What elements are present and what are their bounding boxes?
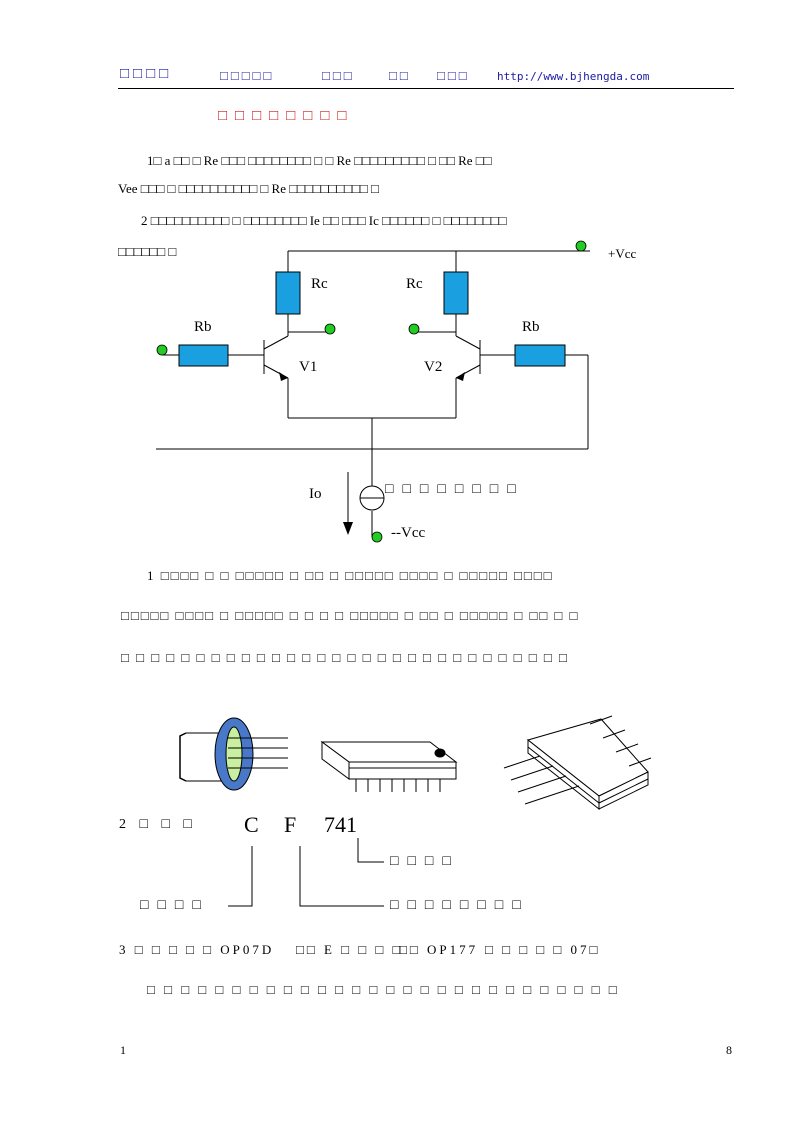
section-title: □□□□□□□□ [218, 108, 355, 124]
header-rule [118, 88, 734, 89]
part-letter-c: C [244, 812, 259, 837]
para3-line3: □ □ □ □ □ □ □ □ □ □ □ □ □ □ □ □ □ □ □ □ … [121, 650, 569, 665]
part-number-741: 741 [324, 812, 357, 837]
label-c: □□□□ [140, 898, 210, 913]
footer-right-page: 8 [726, 1043, 732, 1057]
ic-package-illustrations [179, 715, 652, 811]
para1-line1: 1□ a □□ □ Re □□□ □□□□□□□□ □ □ Re □□□□□□□… [147, 153, 492, 168]
current-source-label: □□□□□□□□ [385, 482, 525, 497]
vcc-positive-label: +Vcc [608, 246, 637, 261]
para4-line1-a: 3 □ □ □ □ □ OP07D [119, 942, 275, 957]
rc-right-label: Rc [406, 276, 423, 292]
header-logo: □□□□ [120, 66, 173, 82]
header-group-3: □□□ [437, 68, 470, 83]
header-company: □□□□□ [220, 68, 275, 83]
para4-line1-d: □ □ □ □ □ 07□ [485, 942, 601, 957]
para4-line1-c: □□ OP177 [399, 942, 479, 957]
vcc-negative-label: --Vcc [391, 525, 426, 541]
part-number-prefix: 2 □ □ □ [119, 817, 197, 832]
part-number-leader-lines [228, 838, 384, 907]
transistor-v1-label: V1 [299, 359, 318, 375]
dip-package-icon [320, 741, 458, 792]
para2-line2: □□□□□□ □ [118, 244, 177, 259]
io-label: Io [309, 486, 322, 502]
footer-left-page: 1 [120, 1043, 126, 1057]
part-letter-f: F [284, 812, 297, 837]
rc-left-label: Rc [311, 276, 328, 292]
differential-amplifier-circuit [156, 240, 590, 543]
rb-right-label: Rb [522, 319, 540, 335]
para1-line2: Vee □□□ □ □□□□□□□□□□ □ Re □□□□□□□□□□ □ [118, 181, 379, 196]
header-group-1: □□□ [322, 68, 355, 83]
transistor-v2-label: V2 [424, 359, 443, 375]
para2-line1: 2 □□□□□□□□□□ □ □□□□□□□□ Ie □□ □□□ Ic □□□… [141, 213, 507, 228]
header-url[interactable]: http://www.bjhengda.com [497, 70, 650, 83]
label-f: □□□□□□□□ [390, 898, 530, 913]
flat-package-icon [503, 715, 652, 811]
para4-line1-b: □□ E □ □ □ □ [296, 942, 404, 957]
rb-left-label: Rb [194, 319, 212, 335]
label-number: □□□□ [390, 854, 460, 869]
para3-line2: □□□□□ □□□□ □ □□□□□ □ □ □ □ □□□□□ □ □□ □ … [121, 608, 580, 623]
para4-line2: □ □ □ □ □ □ □ □ □ □ □ □ □ □ □ □ □ □ □ □ … [147, 982, 620, 997]
metal-can-package-icon [179, 717, 288, 791]
para3-line1: 1 □□□□ □ □ □□□□□ □ □□ □ □□□□□ □□□□ □ □□□… [147, 568, 554, 583]
header-group-2: □□ [389, 68, 411, 83]
